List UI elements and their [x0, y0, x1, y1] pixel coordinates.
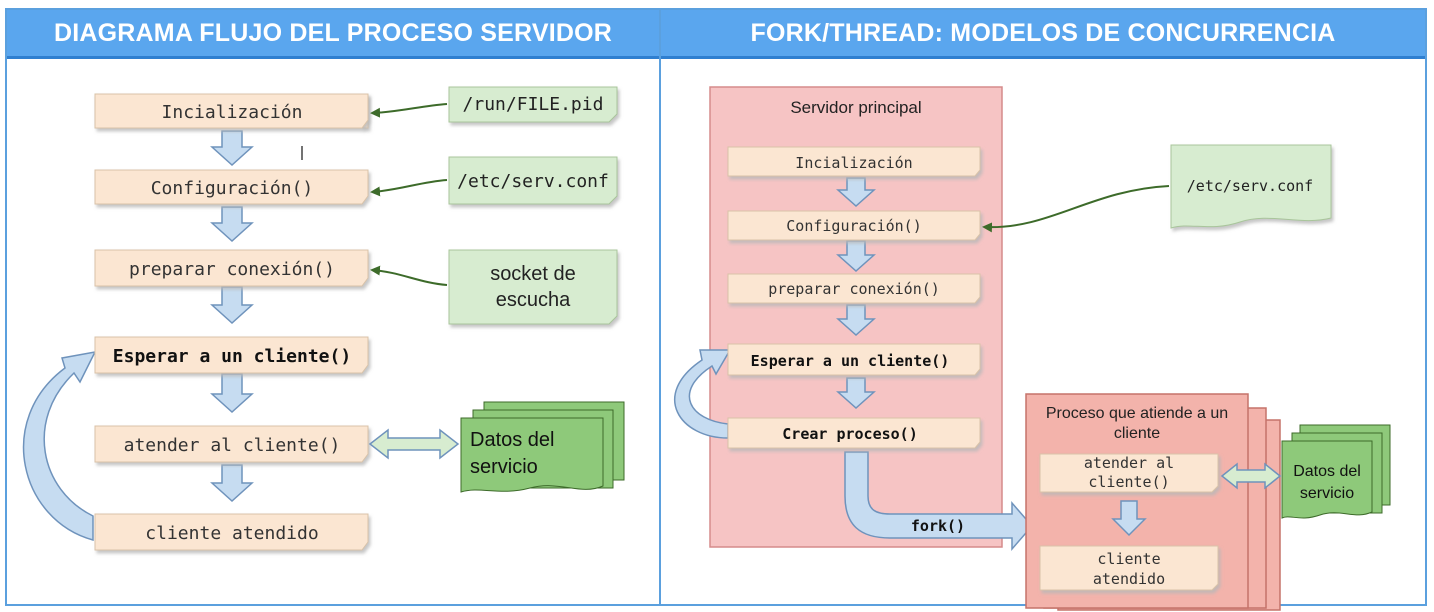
right-step-shapes: [727, 146, 981, 449]
left-file-shapes: [448, 86, 618, 325]
right-conf-connector: [982, 185, 1170, 233]
file-conf-label: /etc/serv.conf: [457, 171, 609, 192]
down-arrow-icon: [210, 130, 254, 167]
step-init-label: Incialización: [162, 102, 303, 123]
child-done-line1: cliente: [1097, 550, 1160, 568]
down-arrow-icon: [210, 206, 254, 243]
down-arrow-icon: [210, 373, 254, 414]
right-step-wait-label: Esperar a un cliente(): [751, 352, 950, 370]
right-data-store-line2: servicio: [1300, 485, 1354, 502]
down-arrow-icon: [836, 177, 876, 208]
child-done-line2: atendido: [1093, 570, 1165, 588]
left-data-store: [460, 401, 625, 493]
right-data-store-line1: Datos del: [1293, 463, 1361, 480]
child-process-label-line1: Proceso que atiende a un: [1046, 405, 1228, 422]
right-step-init-label: Incialización: [795, 154, 912, 172]
right-panel-title: FORK/THREAD: MODELOS DE CONCURRENCIA: [661, 10, 1425, 56]
down-arrow-icon: [836, 304, 876, 337]
step-done-label: cliente atendido: [145, 523, 318, 544]
right-step-create-label: Crear proceso(): [782, 425, 917, 443]
child-attend-line2: cliente(): [1088, 473, 1169, 491]
down-arrow-icon: [836, 240, 876, 273]
right-conf-file-label: /etc/serv.conf: [1187, 177, 1313, 195]
main-server-label: Servidor principal: [790, 98, 921, 117]
loop-back-arrow-icon: [674, 349, 732, 439]
right-step-prepare-label: preparar conexión(): [768, 280, 940, 298]
socket-label-line1: socket de: [490, 263, 576, 285]
right-data-store: [1281, 424, 1391, 519]
double-arrow-icon: [368, 428, 460, 460]
down-arrow-icon: [210, 464, 254, 503]
right-conf-file-shape: [1170, 144, 1332, 229]
child-process-label-line2: cliente: [1114, 425, 1160, 442]
left-data-store-line1: Datos del: [470, 429, 555, 451]
child-step-shapes: [1039, 453, 1219, 591]
step-wait-label: Esperar a un cliente(): [113, 346, 351, 367]
left-flow-arrows: [210, 130, 254, 503]
down-arrow-icon: [836, 377, 876, 410]
fork-label: fork(): [911, 517, 965, 535]
right-step-config-label: Configuración(): [786, 217, 921, 235]
right-panel-title-rule: [661, 56, 1425, 59]
child-attend-line1: atender al: [1084, 454, 1174, 472]
left-data-store-line2: servicio: [470, 456, 538, 478]
down-arrow-icon: [210, 286, 254, 325]
socket-label-line2: escucha: [496, 289, 571, 311]
loop-back-arrow-icon: [22, 350, 97, 541]
step-attend-label: atender al cliente(): [124, 435, 341, 456]
double-arrow-icon: [1220, 462, 1282, 490]
file-pid-label: /run/FILE.pid: [463, 94, 604, 115]
left-connectors: [370, 103, 448, 286]
right-flow-arrows: [836, 177, 876, 410]
down-arrow-icon: [1111, 500, 1147, 537]
left-panel-title-rule: [7, 56, 659, 59]
left-panel-title: DIAGRAMA FLUJO DEL PROCESO SERVIDOR: [7, 10, 659, 56]
step-config-label: Configuración(): [151, 178, 314, 199]
left-step-shapes: [94, 93, 369, 551]
step-prepare-label: preparar conexión(): [129, 259, 335, 280]
